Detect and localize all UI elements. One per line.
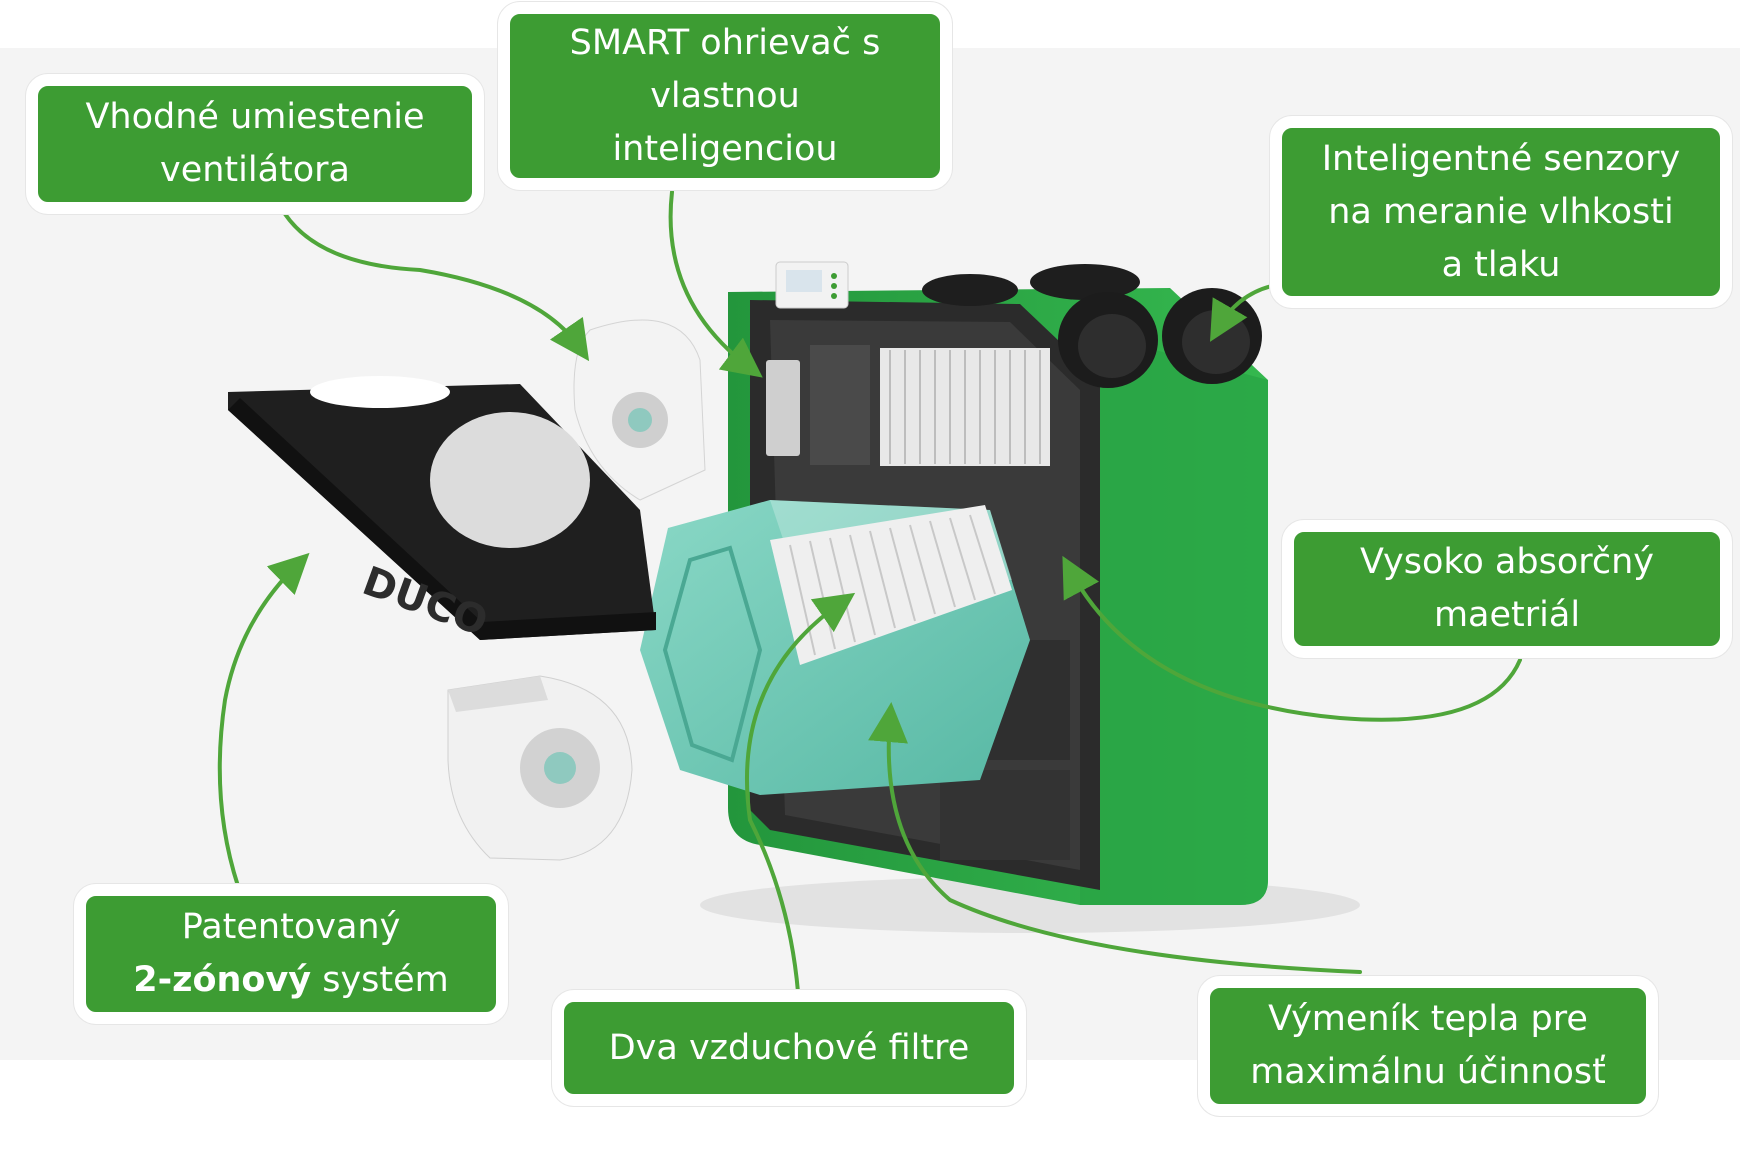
- arrow-exchanger: [868, 702, 1362, 974]
- arrow-filter: [745, 592, 856, 994]
- label-heat-exchanger: Výmeník tepla pre maximálnu účinnosť: [1198, 976, 1658, 1116]
- arrow-patent: [217, 552, 310, 888]
- label-line: Vysoko absorčný: [1360, 542, 1654, 582]
- label-patented-system: Patentovaný 2-zónový systém: [74, 884, 508, 1024]
- arrow-heater: [668, 190, 763, 378]
- heat-exchanger: [640, 500, 1030, 795]
- label-line: Dva vzduchové filtre: [608, 1027, 970, 1068]
- arrow-fan: [283, 212, 590, 362]
- label-smart-heater: SMART ohrievač s vlastnou inteligenciou: [498, 2, 952, 190]
- arrow-absorb: [1062, 555, 1522, 722]
- label-air-filters: Dva vzduchové filtre: [552, 990, 1026, 1106]
- fan-housing: DUCO: [228, 376, 656, 646]
- label-line: Inteligentné senzory: [1321, 138, 1681, 179]
- label-absorbent-material: Vysoko absorčný maetriál: [1282, 520, 1732, 658]
- top-duct-port: [1030, 264, 1140, 300]
- label-line: inteligenciou: [612, 128, 838, 169]
- label-line: vlastnou: [650, 75, 800, 116]
- label-line: Patentovaný: [181, 907, 401, 947]
- label-smart-sensors: Inteligentné senzory na meranie vlhkosti…: [1270, 116, 1732, 308]
- label-line: na meranie vlhkosti: [1328, 191, 1674, 232]
- label-bold-text: 2-zónový: [133, 960, 312, 1000]
- label-line: a tlaku: [1441, 244, 1561, 285]
- label-fan-placement: Vhodné umiestenie ventilátora: [26, 74, 484, 214]
- upper-fan: [573, 319, 706, 501]
- smart-heater-module: [766, 360, 800, 456]
- side-duct-port: [1162, 288, 1262, 384]
- label-line: maetriál: [1433, 595, 1581, 635]
- label-line: Výmeník tepla pre: [1268, 999, 1588, 1039]
- label-line: ventilátora: [159, 150, 351, 190]
- top-duct-port: [922, 274, 1018, 306]
- label-line: SMART ohrievač s: [569, 22, 881, 63]
- lower-fan: [447, 675, 633, 861]
- callout-arrows: [217, 190, 1522, 994]
- side-duct-port: [1058, 292, 1158, 388]
- label-line: maximálnu účinnosť: [1250, 1052, 1606, 1092]
- label-text: systém: [311, 960, 449, 1000]
- label-line: Vhodné umiestenie: [85, 97, 425, 137]
- label-line: 2-zónový systém: [133, 954, 449, 1007]
